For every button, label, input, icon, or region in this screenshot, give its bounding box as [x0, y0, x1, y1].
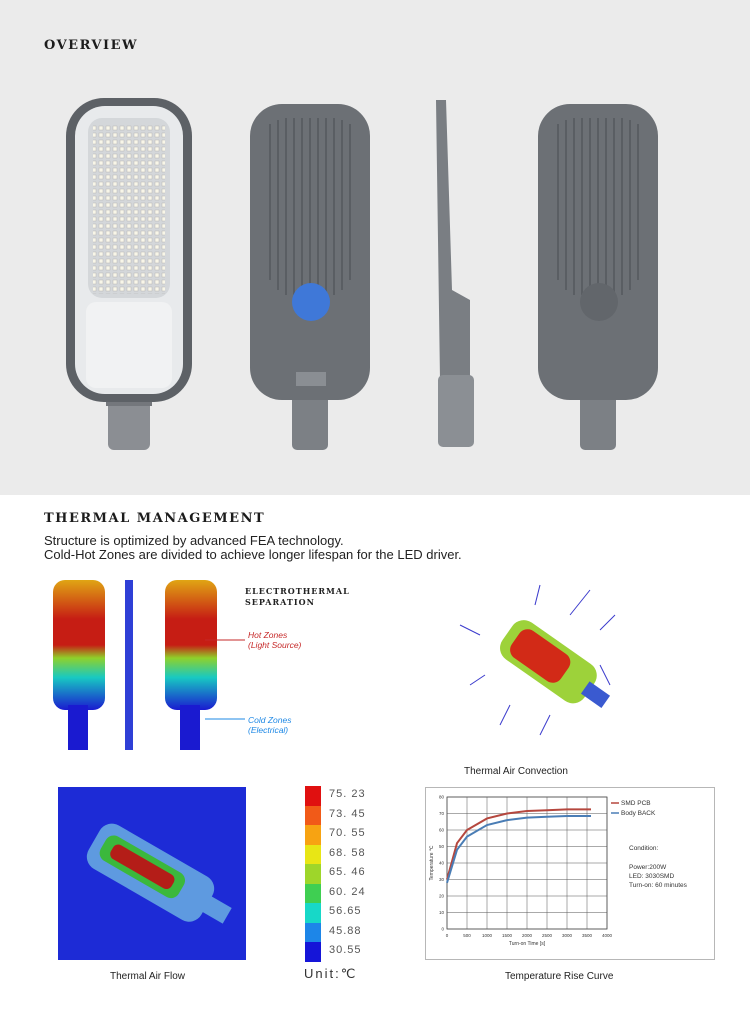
thermal-title: THERMAL MANAGEMENT	[44, 511, 266, 526]
legend-label: SMD PCB	[621, 800, 651, 807]
y-tick-label: 70	[439, 811, 445, 816]
scale-value: 70. 55	[329, 827, 366, 839]
scale-swatch	[305, 922, 321, 942]
scale-swatch	[305, 864, 321, 884]
scale-row: 65. 46	[305, 864, 385, 884]
x-tick-label: 3500	[582, 933, 593, 938]
scale-row: 30.55	[305, 942, 385, 962]
condition-line: Turn-on: 60 minutes	[629, 882, 688, 889]
scale-swatch	[305, 844, 321, 864]
scale-row: 60. 24	[305, 883, 385, 903]
front-view-image	[66, 98, 192, 450]
series-line-1	[446, 814, 591, 884]
y-axis-label: Temperature ℃	[429, 845, 435, 880]
scale-swatch	[305, 903, 321, 923]
scale-swatch	[305, 883, 321, 903]
air-convection-caption: Thermal Air Convection	[464, 766, 568, 777]
condition-title: Condition:	[629, 845, 658, 852]
scale-value: 68. 58	[329, 846, 366, 859]
separation-label-1: ELECTROTHERMAL	[245, 586, 350, 596]
air-flow-caption: Thermal Air Flow	[110, 971, 186, 982]
thermal-zone-images	[53, 580, 217, 750]
back-view-image	[538, 104, 658, 450]
side-view-image	[432, 100, 474, 447]
x-tick-label: 0	[446, 933, 449, 938]
rise-curve-caption: Temperature Rise Curve	[505, 971, 614, 982]
scale-value: 75. 23	[329, 788, 366, 800]
scale-value: 30.55	[329, 944, 362, 956]
x-tick-label: 3000	[562, 933, 573, 938]
y-tick-label: 10	[439, 910, 445, 915]
scale-value: 65. 46	[329, 866, 366, 878]
x-tick-label: 2000	[522, 933, 533, 938]
thermal-description-line-2: Cold-Hot Zones are divided to achieve lo…	[44, 547, 462, 562]
x-tick-label: 1000	[482, 933, 493, 938]
scale-row: 45.88	[305, 922, 385, 942]
scale-value: 60. 24	[329, 885, 366, 898]
air-convection-image	[459, 584, 616, 736]
scale-row: 68. 58	[305, 844, 385, 864]
cold-zones-label: Cold Zones(Electrical)	[248, 715, 292, 735]
scale-row: 70. 55	[305, 825, 385, 845]
temperature-scale: 75. 23 73. 45 70. 55 68. 58 65. 46 60. 24 56.6…	[305, 786, 385, 966]
condition-line: Power:200W	[629, 864, 667, 871]
condition-line: LED: 3030SMD	[629, 873, 674, 880]
product-views	[66, 98, 658, 450]
back-view-sensor-image	[250, 104, 370, 450]
y-tick-label: 80	[439, 795, 445, 800]
y-tick-label: 40	[439, 861, 445, 866]
y-tick-label: 30	[439, 877, 445, 882]
scale-swatch	[305, 805, 321, 825]
air-flow-image	[58, 787, 246, 960]
x-tick-label: 1500	[502, 933, 513, 938]
overview-title: OVERVIEW	[44, 38, 139, 53]
separation-label-2: SEPARATION	[245, 597, 315, 607]
scale-swatch	[305, 786, 321, 806]
x-tick-label: 500	[463, 933, 471, 938]
legend-label: Body BACK	[621, 810, 656, 817]
scale-row: 73. 45	[305, 805, 385, 825]
x-tick-label: 2500	[542, 933, 553, 938]
y-tick-label: 50	[439, 844, 445, 849]
y-tick-label: 20	[439, 894, 445, 899]
thermal-description-line-1: Structure is optimized by advanced FEA t…	[44, 533, 344, 548]
scale-value: 73. 45	[329, 807, 366, 820]
series-line-0	[446, 808, 591, 880]
hot-zones-label: Hot Zones(Light Source)	[248, 630, 302, 650]
y-tick-label: 0	[441, 927, 444, 932]
scale-value: 56.65	[329, 905, 362, 917]
scale-swatch	[305, 942, 321, 962]
x-tick-label: 4000	[602, 933, 613, 938]
scale-value: 45.88	[329, 924, 362, 937]
scale-unit: Unit:℃	[304, 966, 358, 981]
zone-pointer-lines	[205, 639, 245, 720]
x-axis-label: Turn-on Time [s]	[509, 941, 546, 947]
y-tick-label: 60	[439, 828, 445, 833]
scale-row: 75. 23	[305, 786, 385, 806]
scale-row: 56.65	[305, 903, 385, 923]
scale-swatch	[305, 825, 321, 845]
